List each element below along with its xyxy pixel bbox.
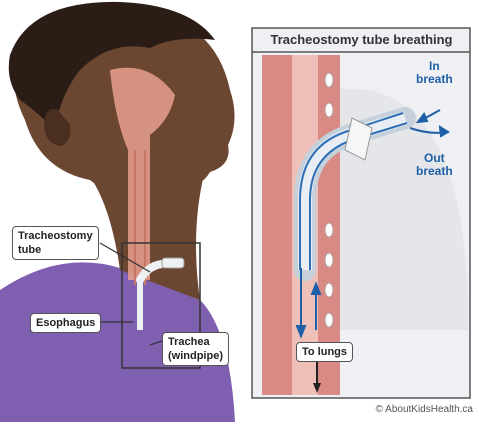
trachea-label: Trachea (windpipe) (162, 332, 229, 366)
out-breath-label: Out breath (416, 152, 453, 178)
esophagus-label: Esophagus (30, 313, 101, 333)
credit-text: © AboutKidsHealth.ca (376, 404, 473, 415)
esophagus-wall (262, 55, 292, 395)
in-breath-label: In breath (416, 60, 453, 86)
panel-title: Tracheostomy tube breathing (255, 32, 468, 47)
tracheostomy-tube-label: Tracheostomy tube (12, 226, 99, 260)
to-lungs-label: To lungs (296, 342, 353, 362)
